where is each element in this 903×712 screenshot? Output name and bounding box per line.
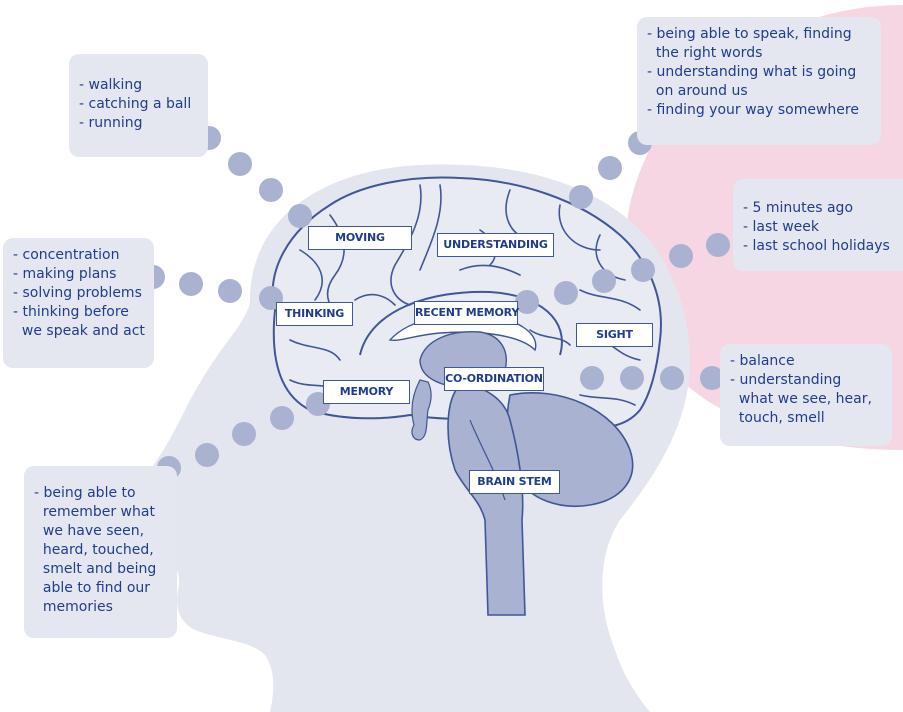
callout-recent-memory: - 5 minutes ago - last week - last schoo… [733, 179, 903, 271]
brain-stem [447, 384, 526, 616]
callout-line: - making plans [13, 266, 117, 282]
callout-line: touch, smell [730, 410, 825, 426]
callout-line: memories [34, 599, 113, 615]
label-thinking: THINKING [276, 302, 353, 326]
callout-co-ordination: - balance - understanding what we see, h… [720, 344, 892, 446]
callout-line: we have seen, [34, 523, 145, 539]
callout-line: - catching a ball [79, 96, 192, 112]
callout-line: - being able to speak, finding [647, 26, 852, 42]
callout-line: smelt and being [34, 561, 157, 577]
label-recent-memory: RECENT MEMORY [414, 301, 519, 325]
callout-line: - 5 minutes ago [743, 200, 854, 216]
label-sight: SIGHT [576, 323, 653, 347]
corpus-callosum [359, 290, 563, 356]
callout-line: what we see, hear, [730, 391, 872, 407]
label-moving: MOVING [308, 226, 412, 250]
callout-line: remember what [34, 504, 155, 520]
callout-moving: - walking - catching a ball - running [69, 54, 208, 157]
callout-thinking: - concentration - making plans - solving… [3, 238, 154, 368]
callout-line: - running [79, 115, 143, 131]
callout-line: - understanding what is going [647, 64, 857, 80]
callout-line: the right words [647, 45, 763, 61]
callout-line: heard, touched, [34, 542, 154, 558]
label-understanding: UNDERSTANDING [437, 233, 554, 257]
callout-line: - balance [730, 353, 795, 369]
label-co-ordination: CO-ORDINATION [444, 367, 544, 391]
callout-line: - understanding [730, 372, 842, 388]
callout-understanding: - being able to speak, finding the right… [637, 17, 881, 145]
callout-line: - finding your way somewhere [647, 102, 859, 118]
pituitary [411, 379, 432, 441]
connector-dots [141, 126, 730, 480]
callout-line: - concentration [13, 247, 120, 263]
callout-line: - walking [79, 77, 143, 93]
callout-line: - being able to [34, 485, 136, 501]
callout-line: - thinking before [13, 304, 129, 320]
label-brain-stem: BRAIN STEM [469, 470, 560, 494]
callout-memory: - being able to remember what we have se… [24, 466, 177, 638]
label-memory: MEMORY [323, 380, 410, 404]
callout-line: - last school holidays [743, 238, 890, 254]
callout-line: on around us [647, 83, 748, 99]
callout-line: we speak and act [13, 323, 145, 339]
callout-line: - last week [743, 219, 819, 235]
callout-line: able to find our [34, 580, 151, 596]
callout-line: - solving problems [13, 285, 142, 301]
